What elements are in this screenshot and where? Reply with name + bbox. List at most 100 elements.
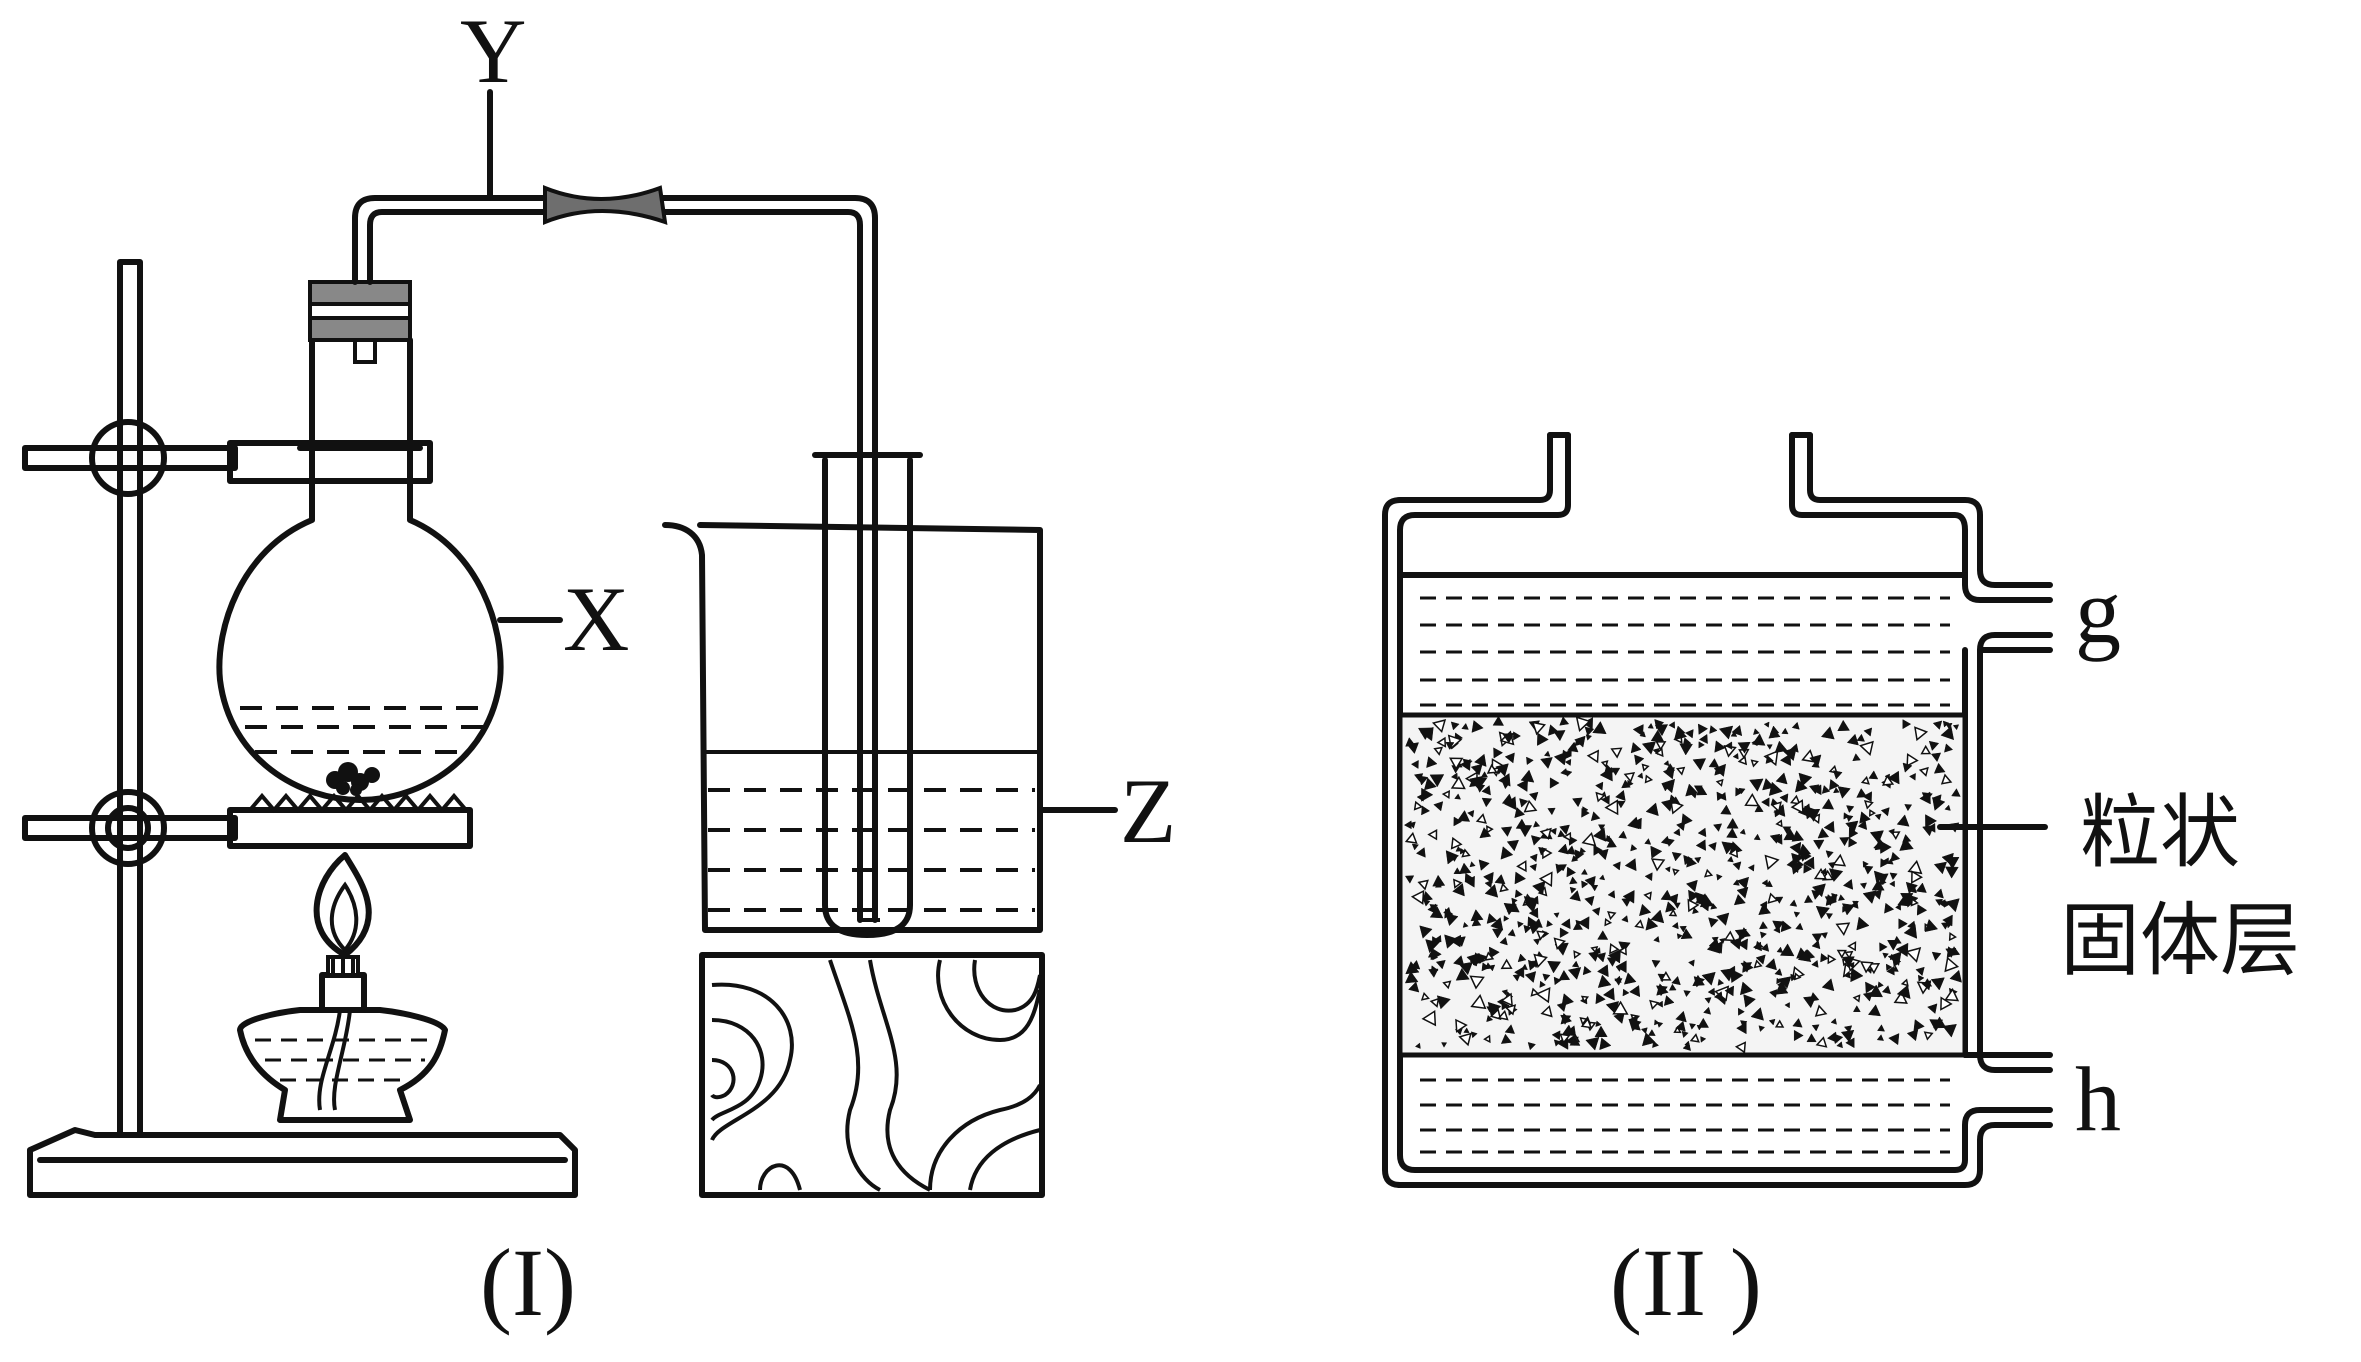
granule (1842, 906, 1849, 913)
granule-hollow (1604, 799, 1619, 816)
granule (1775, 982, 1789, 995)
granule (1737, 741, 1751, 754)
granule (1846, 805, 1855, 813)
granule (1930, 752, 1942, 763)
granule (1615, 966, 1623, 972)
granule-hollow (1923, 1031, 1934, 1041)
granule (1695, 839, 1706, 851)
granule-hollow (1869, 808, 1877, 817)
granule (1493, 747, 1504, 759)
granule (1732, 752, 1739, 760)
granule (1846, 733, 1859, 746)
granule (1645, 802, 1659, 817)
granule (1698, 733, 1708, 745)
granule-hollow (1689, 1033, 1700, 1043)
granule-hollow (1655, 740, 1667, 751)
granule (1863, 727, 1873, 737)
granule (1671, 975, 1681, 986)
granule (1727, 855, 1734, 863)
granule-hollow (1790, 794, 1801, 805)
granule-hollow (1523, 799, 1538, 813)
granule (1529, 853, 1538, 863)
granule (1778, 976, 1792, 989)
granule (1845, 1037, 1855, 1049)
granule (1487, 1001, 1502, 1016)
granule-hollow (1469, 975, 1485, 990)
granule (1420, 726, 1434, 742)
granule (1900, 893, 1914, 905)
granule (1709, 725, 1718, 734)
granule (1697, 827, 1707, 838)
granule (1667, 893, 1679, 906)
granule (1484, 962, 1493, 970)
granule (1523, 896, 1535, 907)
granule-hollow (1703, 868, 1714, 878)
granule (1470, 1031, 1478, 1039)
granule (1477, 953, 1488, 965)
granule (1898, 918, 1908, 930)
granule-hollow (1486, 763, 1498, 774)
granule (1543, 750, 1551, 757)
granule (1564, 758, 1572, 766)
granule (1458, 862, 1472, 875)
granule (1847, 961, 1855, 969)
granule (1551, 1030, 1561, 1041)
granule (1716, 912, 1730, 926)
granule (1876, 1034, 1884, 1041)
granule (1517, 921, 1524, 928)
granule (1828, 868, 1844, 883)
alcohol-lamp (237, 852, 448, 1123)
granule (1739, 981, 1754, 996)
granule (1768, 1018, 1776, 1026)
granule (1896, 984, 1911, 999)
granule-hollow (1832, 853, 1847, 867)
granule (1460, 847, 1467, 855)
granule (1471, 720, 1484, 733)
granule-hollow (1531, 721, 1547, 736)
granule-hollow (1500, 958, 1513, 970)
granule (1888, 828, 1895, 836)
granule (1805, 808, 1821, 822)
granule (1679, 925, 1687, 933)
granule (1902, 719, 1912, 730)
granule (1527, 1042, 1536, 1051)
granule (1825, 850, 1834, 859)
granule (1803, 856, 1815, 870)
granule-hollow (1847, 941, 1857, 952)
granule (1811, 784, 1822, 796)
granule (1518, 825, 1533, 838)
granule (1929, 1019, 1944, 1032)
granule-hollow (1715, 778, 1724, 787)
label-layer-line-two: 固体层 (2060, 894, 2300, 987)
granule (1595, 952, 1606, 963)
granule (1738, 1007, 1745, 1016)
granule (1930, 977, 1945, 991)
granule-hollow (1764, 854, 1780, 871)
granule (1692, 758, 1707, 771)
wire-gauze (248, 792, 468, 814)
granule (1479, 827, 1492, 839)
round-bottom-flask (216, 280, 504, 803)
granule-hollow (1484, 951, 1495, 961)
granule (1791, 830, 1805, 842)
label-y: Y (460, 0, 526, 102)
granule (1606, 957, 1618, 967)
granule (1432, 936, 1442, 947)
granule-hollow (1489, 1008, 1502, 1021)
granule (1766, 744, 1773, 750)
granule (1759, 931, 1767, 939)
granule (1747, 864, 1755, 872)
granule (1582, 806, 1589, 814)
granule-hollow (1427, 829, 1438, 841)
granule (1512, 974, 1521, 982)
granule (1711, 940, 1723, 954)
granule (1753, 728, 1760, 735)
granule (1514, 807, 1526, 819)
granule (1713, 823, 1723, 832)
granule (1809, 992, 1820, 1002)
granule (1645, 917, 1659, 931)
granule (1682, 737, 1692, 747)
granule (1629, 985, 1641, 998)
granule (1561, 749, 1572, 761)
granule (1879, 942, 1888, 952)
